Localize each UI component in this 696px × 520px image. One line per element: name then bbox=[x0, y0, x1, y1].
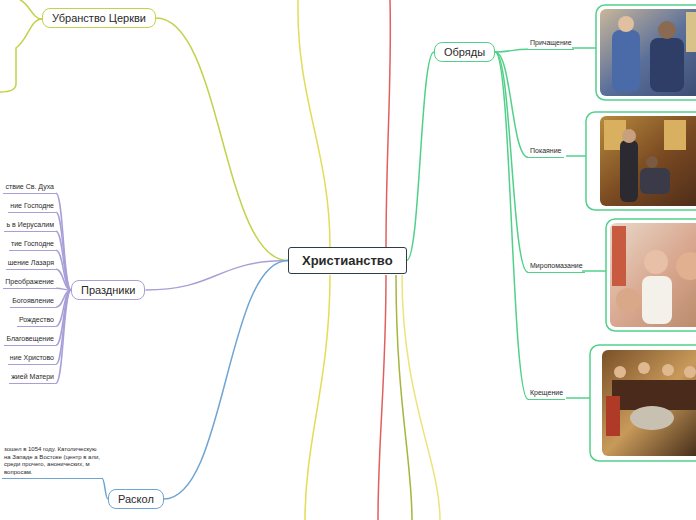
branch-connector bbox=[56, 250, 71, 290]
node-text: ствие Св. Духа bbox=[5, 182, 54, 191]
node-text: Рождество bbox=[19, 315, 54, 324]
subtopic: Причащение bbox=[528, 38, 574, 50]
subtopic: ние Господне bbox=[8, 201, 56, 213]
branch-connector bbox=[56, 290, 71, 364]
subtopic: тие Господне bbox=[9, 239, 56, 251]
subtopic: ствие Св. Духа bbox=[3, 182, 56, 194]
subtopic: жией Матери bbox=[9, 372, 56, 384]
photo-communion bbox=[596, 5, 696, 100]
node-text: Причащение bbox=[530, 38, 572, 47]
leader-line bbox=[572, 47, 596, 49]
branch-line bbox=[378, 275, 386, 520]
branch-line bbox=[16, 19, 42, 84]
branch-connector bbox=[156, 18, 288, 261]
branch-connector bbox=[407, 52, 434, 261]
subtopic: шение Лазаря bbox=[6, 258, 56, 270]
branch-connector bbox=[164, 261, 288, 500]
leader-line bbox=[566, 397, 590, 399]
node-text: Крещение bbox=[530, 388, 563, 397]
central-topic: Христианство bbox=[288, 247, 407, 274]
node-text: зошел в 1054 году. Католическую на Запад… bbox=[4, 446, 100, 476]
subtopic: ние Христово bbox=[8, 353, 56, 365]
main-topic: Обряды bbox=[434, 42, 495, 62]
node-text: Миропомазание bbox=[530, 261, 583, 270]
node-text: жией Матери bbox=[11, 372, 54, 381]
node-text: ние Господне bbox=[10, 201, 54, 210]
branch-line bbox=[402, 275, 440, 520]
subtopic: ь в Иерусалим bbox=[4, 220, 56, 232]
main-topic: Праздники bbox=[71, 280, 145, 300]
subtopic: Крещение bbox=[528, 388, 565, 400]
branch-line bbox=[0, 84, 16, 92]
branch-connector bbox=[145, 261, 288, 291]
branch-line bbox=[396, 275, 412, 520]
node-text: Преображение bbox=[5, 277, 54, 286]
node-text: Благовещение bbox=[6, 334, 54, 343]
node-text: Богоявление bbox=[12, 296, 54, 305]
branch-connector bbox=[56, 193, 71, 290]
branch-connector bbox=[56, 288, 71, 290]
branch-connector bbox=[56, 290, 71, 383]
branch-line bbox=[386, 0, 390, 247]
subtopic: Преображение bbox=[3, 277, 56, 289]
branch-connector bbox=[495, 52, 528, 399]
branch-line bbox=[298, 0, 330, 247]
node-text: Христианство bbox=[302, 253, 393, 268]
node-text: тие Господне bbox=[11, 239, 54, 248]
node-text: ь в Иерусалим bbox=[6, 220, 54, 229]
subtopic: Покаяние bbox=[528, 146, 564, 158]
subtopic: Благовещение bbox=[4, 334, 56, 346]
main-topic: Убранство Церкви bbox=[42, 8, 156, 28]
node-text: шение Лазаря bbox=[8, 258, 54, 267]
main-topic: Раскол bbox=[108, 489, 164, 509]
branch-connector bbox=[56, 269, 71, 290]
node-text: Раскол bbox=[118, 493, 154, 505]
note-text: зошел в 1054 году. Католическую на Запад… bbox=[2, 446, 102, 479]
subtopic: Богоявление bbox=[10, 296, 56, 308]
leader-line bbox=[566, 155, 586, 157]
photo-confession bbox=[586, 112, 696, 210]
branch-connector bbox=[56, 212, 71, 290]
leader-line bbox=[582, 270, 606, 272]
node-text: Убранство Церкви bbox=[52, 12, 146, 24]
node-text: Праздники bbox=[81, 284, 135, 296]
photo-chrismation bbox=[606, 219, 696, 331]
branch-connector bbox=[495, 49, 528, 52]
subtopic: Миропомазание bbox=[528, 261, 585, 273]
photo-baptism bbox=[590, 345, 696, 461]
branch-line bbox=[305, 275, 330, 520]
node-text: Покаяние bbox=[530, 146, 562, 155]
subtopic: Рождество bbox=[17, 315, 56, 327]
branch-connector bbox=[56, 231, 71, 290]
node-text: ние Христово bbox=[10, 353, 54, 362]
node-text: Обряды bbox=[444, 46, 485, 58]
branch-line bbox=[20, 0, 42, 19]
